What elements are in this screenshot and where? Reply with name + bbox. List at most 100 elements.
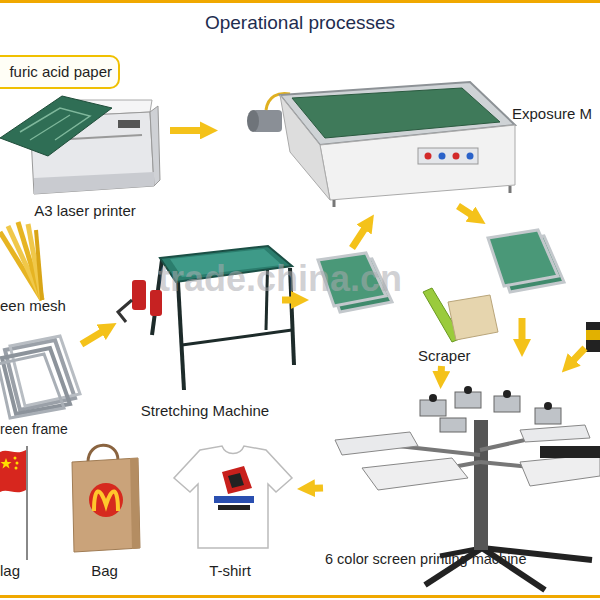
node-label: reen frame xyxy=(0,421,68,438)
paper-bag xyxy=(94,491,118,511)
squeegee xyxy=(448,295,498,340)
node-label: furic acid paper xyxy=(9,63,112,81)
callout-box: furic acid paper xyxy=(0,55,120,89)
t-shirt xyxy=(174,446,292,548)
laser-printer xyxy=(0,96,160,194)
diagram-title: Operational processes xyxy=(0,12,600,34)
exposure-machine xyxy=(418,148,478,164)
stretching-machine xyxy=(160,246,292,282)
stretching-machine xyxy=(178,282,184,390)
frame-border xyxy=(0,595,600,598)
paper-bag xyxy=(72,458,140,552)
carousel-printing-machine xyxy=(520,454,600,486)
node-label: een mesh xyxy=(0,297,66,315)
carousel-printing-machine xyxy=(455,392,481,408)
flag xyxy=(26,446,28,560)
node-label: Bag xyxy=(91,562,118,580)
exposure-machine xyxy=(467,153,474,160)
screen-mesh xyxy=(18,222,42,300)
process-arrow xyxy=(352,222,369,248)
exposure-machine xyxy=(280,95,330,200)
node-label: Scraper xyxy=(418,347,471,365)
exposure-machine xyxy=(247,110,259,132)
flag xyxy=(16,462,19,465)
process-arrow xyxy=(519,318,526,348)
exposed-screen-stack xyxy=(488,230,564,292)
exposure-machine xyxy=(333,200,336,207)
exposure-item: Exposure M xyxy=(250,78,600,203)
node-label: Exposure M xyxy=(512,105,592,123)
paper-bag xyxy=(130,458,140,549)
stretching-machine xyxy=(150,290,162,316)
screen-mesh xyxy=(36,230,42,300)
node-label: T-shirt xyxy=(209,562,251,580)
screen-frame-stack xyxy=(10,336,80,406)
laser-printer xyxy=(20,108,90,140)
frame-item: reen frame xyxy=(0,330,78,438)
stretching-machine xyxy=(290,268,294,365)
flow-arrow xyxy=(81,328,108,344)
paper-bag xyxy=(72,445,140,552)
carousel-printing-machine xyxy=(535,408,561,424)
process-arrow xyxy=(568,348,585,366)
process-arrow xyxy=(282,297,300,304)
stretching-machine xyxy=(170,249,282,277)
stretching-machine xyxy=(132,280,146,310)
scraper-item: Scraper xyxy=(410,280,500,365)
stretching-machine xyxy=(118,246,294,390)
stretcher-item: Stretching Machine xyxy=(120,240,290,420)
t-shirt xyxy=(214,496,254,503)
screen-mesh xyxy=(0,222,42,300)
flag xyxy=(1,458,12,469)
laser-printer xyxy=(118,120,140,128)
process-arrow xyxy=(282,206,585,366)
t-shirt xyxy=(222,466,252,494)
watermark: trade.china.cn xyxy=(158,258,402,300)
bag-item: Bag xyxy=(62,445,147,580)
node-label: 6 color screen printing machine xyxy=(325,551,527,568)
carousel-printing-machine xyxy=(544,402,552,410)
flag xyxy=(0,450,26,492)
printer-item: A3 laser printer xyxy=(5,92,165,220)
t-shirt xyxy=(228,473,244,488)
flag xyxy=(0,446,27,560)
node-label: Stretching Machine xyxy=(141,402,269,420)
screen-frame-stack xyxy=(0,354,64,418)
screen-mesh xyxy=(28,224,42,300)
coated-screen-stack xyxy=(318,253,392,312)
carousel-printing-machine xyxy=(503,390,511,398)
carousel-printing-machine xyxy=(474,420,488,550)
carousel-printing-machine xyxy=(494,396,520,412)
screen-frame-stack xyxy=(0,336,80,418)
coated-screen-stack xyxy=(318,253,386,306)
exposure-machine xyxy=(509,186,512,193)
ink-jar xyxy=(586,330,600,340)
node-label: A3 laser printer xyxy=(34,202,136,220)
process-arrow xyxy=(458,206,478,219)
t-shirt xyxy=(218,505,250,510)
carousel-printing-machine xyxy=(335,432,418,455)
mesh-item: een mesh xyxy=(0,215,80,315)
tshirt-item: T-shirt xyxy=(165,440,295,580)
press-item: 6 color screen printing machine xyxy=(325,390,600,568)
flag-item: lag xyxy=(0,440,45,580)
frame-border xyxy=(0,0,600,3)
laser-printer xyxy=(30,115,70,140)
exposed-screen-stack xyxy=(488,230,558,286)
exposure-machine xyxy=(247,82,515,207)
ink-jar xyxy=(586,322,600,352)
carousel-printing-machine xyxy=(464,386,472,394)
carousel-printing-machine xyxy=(540,446,600,458)
stretching-machine xyxy=(182,330,292,345)
flag xyxy=(14,457,17,460)
flag xyxy=(15,467,18,470)
laser-printer xyxy=(34,172,154,194)
flow-arrow xyxy=(170,127,209,134)
flow-arrow xyxy=(437,366,445,380)
t-shirt xyxy=(174,446,292,548)
flow-arrow xyxy=(306,484,323,492)
carousel-printing-machine xyxy=(520,425,590,442)
